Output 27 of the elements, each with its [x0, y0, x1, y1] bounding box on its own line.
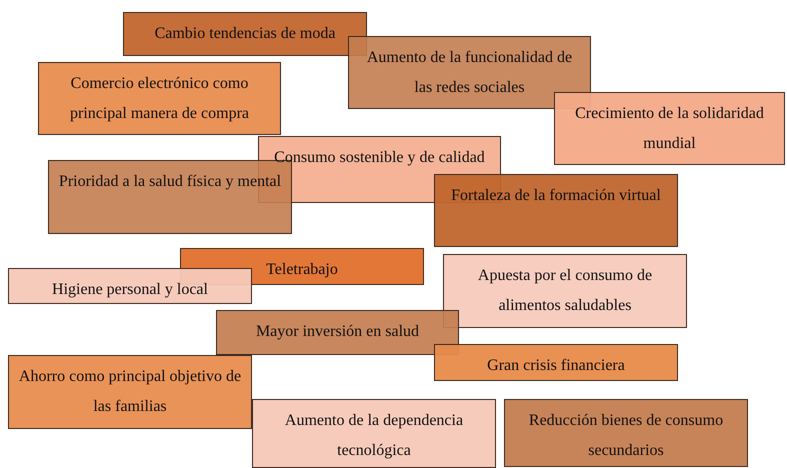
concept-box — [38, 62, 281, 135]
concept-box — [8, 355, 252, 429]
box-label: Ahorro como principal objetivo de las familias — [18, 367, 242, 417]
box-label: Aumento de la funcionalidad de las redes sociales — [366, 48, 574, 98]
concept-box — [554, 92, 785, 165]
box-label: Comercio electrónico como principal manera de compra — [68, 74, 250, 124]
box-label: Prioridad a la salud física y mental — [58, 172, 282, 192]
box-label: Mayor inversión en salud — [256, 322, 420, 342]
concept-box — [252, 399, 496, 468]
box-label: Teletrabajo — [266, 260, 338, 280]
box-label: Crecimiento de la solidaridad mundial — [574, 104, 765, 154]
concept-box — [434, 344, 678, 381]
box-label: Apuesta por el consumo de alimentos saludables — [476, 266, 654, 316]
box-label: Aumento de la dependencia tecnológica — [284, 411, 464, 461]
concept-box — [8, 268, 252, 304]
box-label: Reducción bienes de consumo secundarios — [528, 411, 724, 461]
concept-box — [434, 174, 678, 247]
box-label: Gran crisis financiera — [487, 356, 625, 376]
box-label: Higiene personal y local — [52, 280, 208, 300]
box-label: Consumo sostenible y de calidad — [274, 148, 485, 168]
box-label: Cambio tendencias de moda — [154, 24, 336, 44]
concept-box — [216, 310, 459, 355]
concept-box — [504, 399, 748, 467]
box-label: Fortaleza de la formación virtual — [451, 186, 661, 206]
concept-box — [123, 12, 367, 56]
concept-box — [443, 254, 687, 328]
concept-box — [348, 36, 591, 109]
